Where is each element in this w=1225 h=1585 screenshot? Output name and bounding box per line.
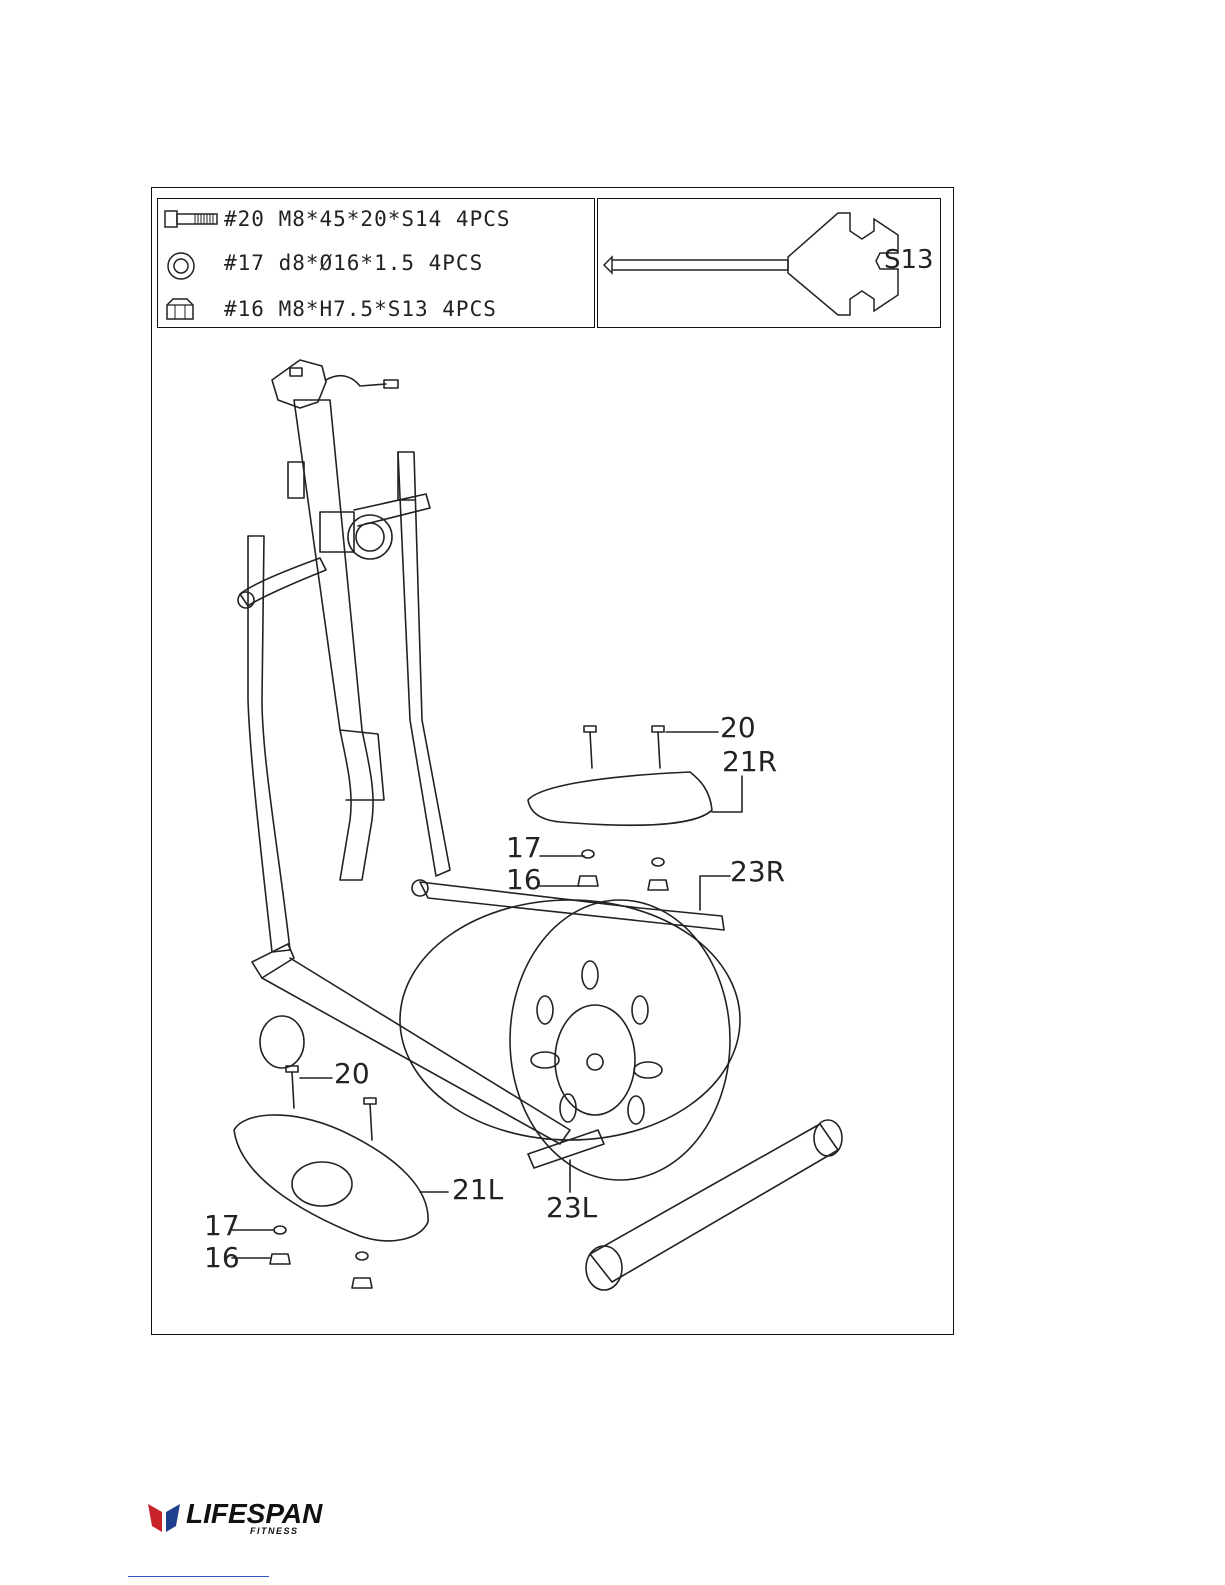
rear-wheel bbox=[260, 1016, 304, 1068]
lifespan-logo: LIFESPAN FITNESS bbox=[146, 1498, 316, 1538]
handlebar-right bbox=[398, 452, 450, 876]
callout-pedal-right: 21R bbox=[722, 748, 777, 776]
callout-pedal-arm-left: 23L bbox=[546, 1194, 597, 1222]
callout-pedal-arm-right: 23R bbox=[730, 858, 785, 886]
callout-washer-right: 17 bbox=[506, 834, 542, 862]
callout-nut-left: 16 bbox=[204, 1244, 240, 1272]
main-mast bbox=[294, 400, 373, 880]
lifespan-mark-icon bbox=[146, 1500, 182, 1534]
pedal-right bbox=[528, 772, 712, 825]
callout-bolt-left: 20 bbox=[334, 1060, 370, 1088]
pedal-left bbox=[234, 1115, 428, 1241]
base-crossbar bbox=[252, 944, 294, 978]
callout-bolt-right: 20 bbox=[720, 714, 756, 742]
front-stabilizer bbox=[590, 1124, 838, 1282]
brand-subtitle: FITNESS bbox=[250, 1526, 299, 1536]
callout-washer-left: 17 bbox=[204, 1212, 240, 1240]
pedal-arm-right bbox=[420, 882, 724, 930]
callout-nut-right: 16 bbox=[506, 866, 542, 894]
callout-pedal-left: 21L bbox=[452, 1176, 503, 1204]
footer-link-underline bbox=[128, 1576, 269, 1577]
mast-bracket bbox=[288, 462, 304, 498]
